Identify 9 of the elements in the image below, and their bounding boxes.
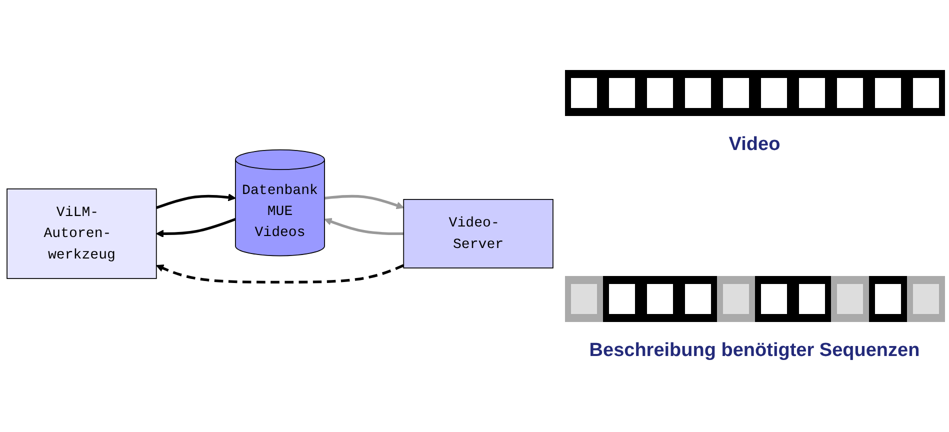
- arrow: [156, 194, 236, 210]
- arrow: [324, 194, 404, 210]
- caption-label: Beschreibung benötigter Sequenzen: [589, 340, 920, 362]
- arrow: [156, 218, 236, 238]
- node-box: ViLM- Autoren- werkzeug: [6, 188, 157, 279]
- node-box: Video- Server: [403, 199, 554, 268]
- caption-label: Video: [728, 134, 780, 156]
- arrow: [324, 218, 404, 236]
- arrow: [156, 264, 404, 284]
